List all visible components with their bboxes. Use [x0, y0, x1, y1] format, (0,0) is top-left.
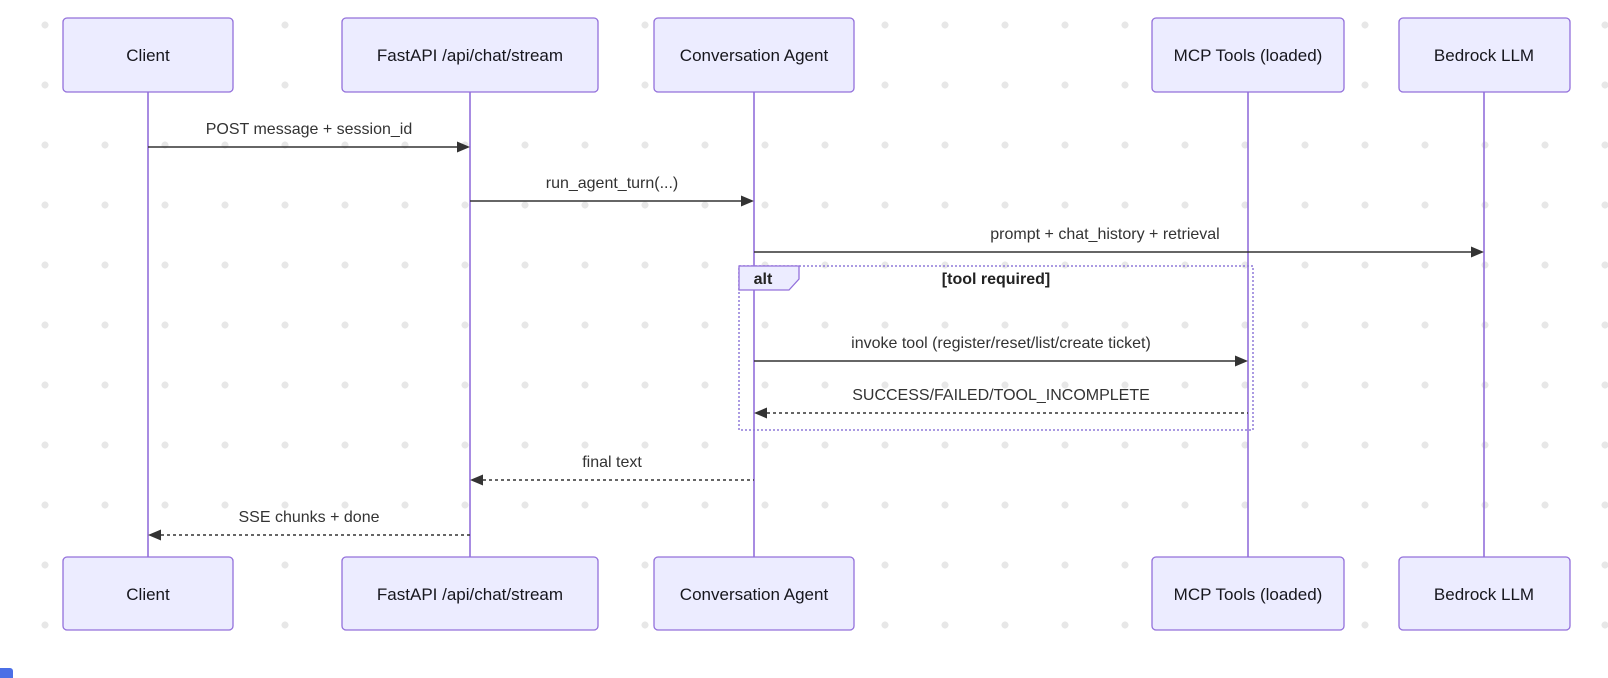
actor-label: Conversation Agent	[680, 585, 829, 604]
message-label: final text	[582, 454, 642, 471]
actor-bottom-fastapi: FastAPI /api/chat/stream	[341, 556, 599, 631]
actor-box	[653, 556, 855, 631]
actor-bottom-conversation-agent: Conversation Agent	[653, 556, 855, 631]
message-tool-result: SUCCESS/FAILED/TOOL_INCOMPLETE	[754, 387, 1248, 419]
actor-box	[1398, 556, 1571, 631]
alt-label-shape	[738, 265, 800, 291]
arrowhead-right-icon	[1235, 355, 1248, 367]
message-label: SUCCESS/FAILED/TOOL_INCOMPLETE	[852, 387, 1150, 404]
alt-label: alt	[754, 271, 773, 288]
actor-top-mcp-tools: MCP Tools (loaded)	[1151, 17, 1345, 93]
corner-artifact	[0, 668, 13, 678]
actor-label: Client	[126, 46, 170, 65]
lifelines	[147, 92, 1485, 557]
message-run-agent-turn: run_agent_turn(...)	[470, 175, 754, 207]
message-label: invoke tool (register/reset/list/create …	[851, 335, 1151, 352]
actor-label: Bedrock LLM	[1434, 46, 1534, 65]
actor-box	[341, 556, 599, 631]
actor-bottom-mcp-tools: MCP Tools (loaded)	[1151, 556, 1345, 631]
arrowhead-right-icon	[1471, 246, 1484, 258]
actor-top-client: Client	[62, 17, 234, 93]
alt-block: alt [tool required]	[738, 265, 1254, 431]
message-invoke-tool: invoke tool (register/reset/list/create …	[754, 335, 1248, 367]
message-post-message: POST message + session_id	[148, 121, 470, 153]
actor-label: Bedrock LLM	[1434, 585, 1534, 604]
actor-box	[62, 17, 234, 93]
actor-label: MCP Tools (loaded)	[1174, 46, 1323, 65]
actor-label: Conversation Agent	[680, 46, 829, 65]
message-label: POST message + session_id	[206, 121, 412, 138]
arrowhead-right-icon	[457, 141, 470, 153]
message-label: run_agent_turn(...)	[546, 175, 679, 192]
actor-top-bedrock-llm: Bedrock LLM	[1398, 17, 1571, 93]
actor-label: FastAPI /api/chat/stream	[377, 46, 563, 65]
message-final-text: final text	[470, 454, 754, 486]
alt-condition: [tool required]	[942, 271, 1050, 288]
actors-top: Client FastAPI /api/chat/stream Conversa…	[62, 17, 1571, 93]
actor-label: FastAPI /api/chat/stream	[377, 585, 563, 604]
arrowhead-left-icon	[148, 529, 161, 541]
message-label: SSE chunks + done	[239, 509, 380, 526]
alt-frame	[738, 265, 1254, 431]
actors-bottom: Client FastAPI /api/chat/stream Conversa…	[62, 556, 1571, 631]
arrowhead-left-icon	[754, 407, 767, 419]
actor-top-conversation-agent: Conversation Agent	[653, 17, 855, 93]
actor-box	[62, 556, 234, 631]
actor-box	[341, 17, 599, 93]
actor-bottom-bedrock-llm: Bedrock LLM	[1398, 556, 1571, 631]
arrowhead-right-icon	[741, 195, 754, 207]
actor-bottom-client: Client	[62, 556, 234, 631]
actor-box	[1151, 17, 1345, 93]
actor-label: MCP Tools (loaded)	[1174, 585, 1323, 604]
actor-box	[1151, 556, 1345, 631]
actor-top-fastapi: FastAPI /api/chat/stream	[341, 17, 599, 93]
actor-label: Client	[126, 585, 170, 604]
actor-box	[1398, 17, 1571, 93]
message-prompt-chat-history: prompt + chat_history + retrieval	[754, 226, 1484, 258]
actor-box	[653, 17, 855, 93]
message-label: prompt + chat_history + retrieval	[990, 226, 1219, 243]
arrowhead-left-icon	[470, 474, 483, 486]
message-sse-chunks: SSE chunks + done	[148, 509, 470, 541]
